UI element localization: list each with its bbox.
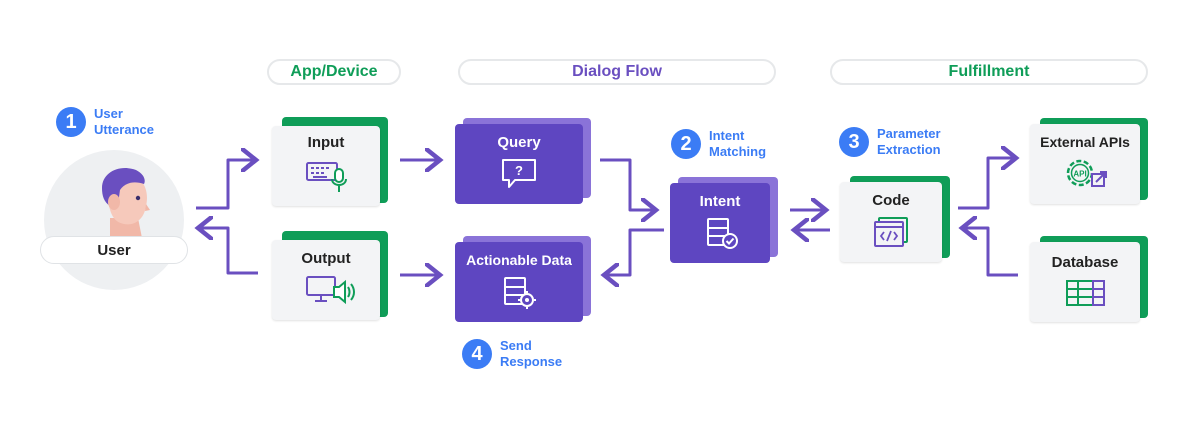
arrow-code-to-external	[958, 158, 1016, 210]
step-1-badge: 1	[56, 107, 86, 137]
step-3-text: Parameter Extraction	[877, 126, 941, 157]
step-4-text: Send Response	[500, 338, 563, 369]
user-node: User	[40, 150, 188, 290]
arrow-output-to-user	[198, 228, 258, 275]
step-4-badge: 4	[462, 339, 492, 369]
section-dialog-flow: Dialog Flow	[458, 59, 776, 85]
output-card: Output	[272, 231, 388, 320]
step-3-badge: 3	[839, 127, 869, 157]
section-fulfillment: Fulfillment	[830, 59, 1148, 85]
actionable-data-card: Actionable Data	[455, 236, 591, 322]
external-apis-label: External APIs	[1040, 134, 1130, 150]
query-label: Query	[497, 134, 541, 151]
actionable-data-label: Actionable Data	[466, 252, 572, 268]
database-label: Database	[1051, 254, 1119, 271]
output-label: Output	[301, 250, 351, 267]
intent-card: Intent	[670, 177, 778, 263]
input-card: Input	[272, 117, 388, 206]
step-2-intent-matching: 2 Intent Matching	[671, 128, 766, 160]
arrow-query-to-intent	[600, 158, 656, 210]
step-4-send-response: 4 Send Response	[462, 338, 562, 370]
input-label: Input	[307, 134, 345, 151]
monitor-speaker-icon	[306, 276, 355, 305]
user-avatar-icon	[102, 168, 150, 238]
svg-text:?: ?	[515, 163, 523, 178]
intent-label: Intent	[699, 193, 741, 210]
table-icon	[1066, 280, 1105, 306]
keyboard-microphone-icon	[306, 162, 347, 192]
external-apis-card: External APIs API	[1030, 118, 1148, 204]
step-2-text: Intent Matching	[709, 128, 767, 159]
step-1-text: User Utterance	[94, 106, 154, 137]
database-gear-icon	[504, 277, 536, 309]
query-card: Query ?	[455, 118, 591, 204]
step-1-user-utterance: 1 User Utterance	[56, 106, 154, 138]
step-2-badge: 2	[671, 129, 701, 159]
database-check-icon	[707, 218, 738, 249]
arrow-intent-to-actionable	[604, 228, 664, 275]
question-bubble-icon: ?	[502, 159, 536, 188]
step-3-parameter-extraction: 3 Parameter Extraction	[839, 126, 941, 158]
database-card: Database	[1030, 236, 1148, 322]
section-app-device: App/Device	[267, 59, 401, 85]
arrow-user-to-input	[196, 160, 256, 210]
code-label: Code	[872, 192, 910, 209]
code-window-icon	[874, 217, 908, 247]
svg-text:API: API	[1073, 170, 1086, 179]
arrow-database-to-code	[962, 228, 1018, 277]
code-card: Code	[840, 176, 950, 262]
user-label: User	[40, 236, 188, 264]
api-gear-icon: API	[1066, 159, 1107, 187]
